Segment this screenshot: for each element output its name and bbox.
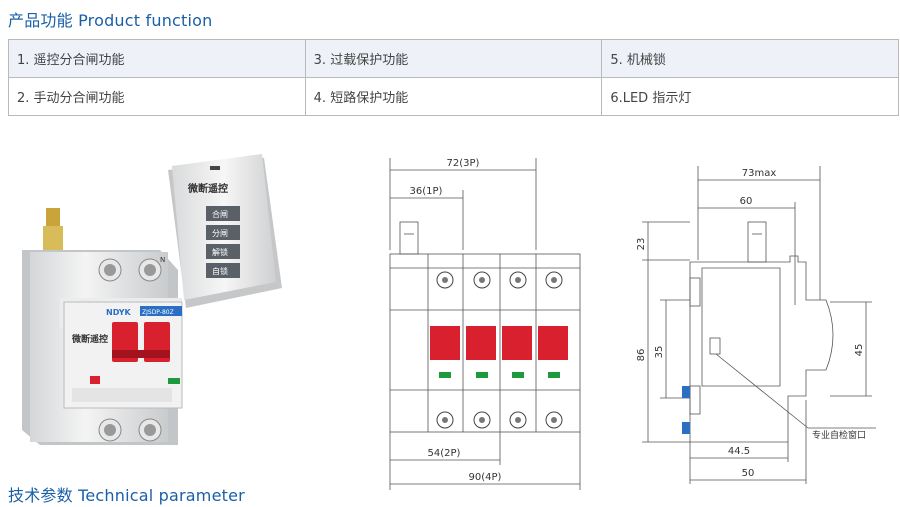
terminal-label: N (160, 256, 165, 264)
handle-group (430, 326, 568, 360)
remote-button-label: 合闸 (212, 209, 228, 219)
dim-bottom-outer: 50 (742, 468, 755, 479)
table-row: 1. 遥控分合闸功能 3. 过载保护功能 5. 机械锁 (8, 39, 899, 78)
table-cell: 4. 短路保护功能 (304, 77, 603, 116)
dim-bottom-inner: 54(2P) (428, 448, 461, 459)
breaker-logo: NDYK (106, 308, 132, 317)
remote-button-lock (206, 263, 240, 278)
table-cell: 6.LED 指示灯 (601, 77, 899, 116)
dim-top-outer: 73max (742, 168, 777, 179)
table-cell: 3. 过载保护功能 (304, 39, 603, 78)
remote-button-label: 自锁 (212, 266, 228, 276)
dim-left-outer: 86 (636, 349, 647, 362)
side-dimension-drawing: 73max 60 23 86 35 45 44.5 50 专业自检窗口 (636, 166, 876, 484)
front-dimension-drawing: 72(3P) 36(1P) 54(2P) 90(4P) (389, 158, 581, 490)
remote-button-close (206, 206, 240, 221)
dim-bottom-outer: 90(4P) (469, 472, 502, 483)
remote-title: 微断遥控 (187, 182, 228, 195)
section-title-technical-parameter: 技术参数 Technical parameter (8, 486, 245, 505)
breaker-model: ZJSDP-80Z (142, 309, 174, 316)
remote-button-open (206, 225, 240, 240)
product-function-table: 1. 遥控分合闸功能 3. 过载保护功能 5. 机械锁 2. 手动分合闸功能 4… (8, 39, 899, 116)
product-photo: N ZJSDP-80Z NDYK 微断遥控 微断遥控 合闸 分闸 解锁 自锁 (22, 154, 282, 445)
dim-top-outer: 72(3P) (447, 158, 480, 169)
window-label: 专业自检窗口 (812, 429, 866, 441)
table-cell: 2. 手动分合闸功能 (8, 77, 306, 116)
dim-top-inner: 36(1P) (410, 186, 443, 197)
table-row: 2. 手动分合闸功能 4. 短路保护功能 6.LED 指示灯 (8, 77, 899, 116)
dim-bottom-inner: 44.5 (728, 446, 750, 457)
section-title-product-function: 产品功能 Product function (8, 11, 213, 30)
table-cell: 1. 遥控分合闸功能 (8, 39, 306, 78)
remote-button-unlock (206, 244, 240, 259)
table-cell: 5. 机械锁 (601, 39, 899, 78)
dim-top-inner: 60 (740, 196, 753, 207)
dim-left-top: 23 (636, 238, 647, 251)
remote-button-label: 分闸 (212, 229, 228, 238)
breaker-brand: 微断遥控 (71, 333, 108, 345)
antenna (46, 208, 60, 230)
dim-right: 45 (854, 344, 865, 357)
dim-left-inner: 35 (654, 346, 665, 359)
remote-button-label: 解锁 (212, 247, 228, 257)
